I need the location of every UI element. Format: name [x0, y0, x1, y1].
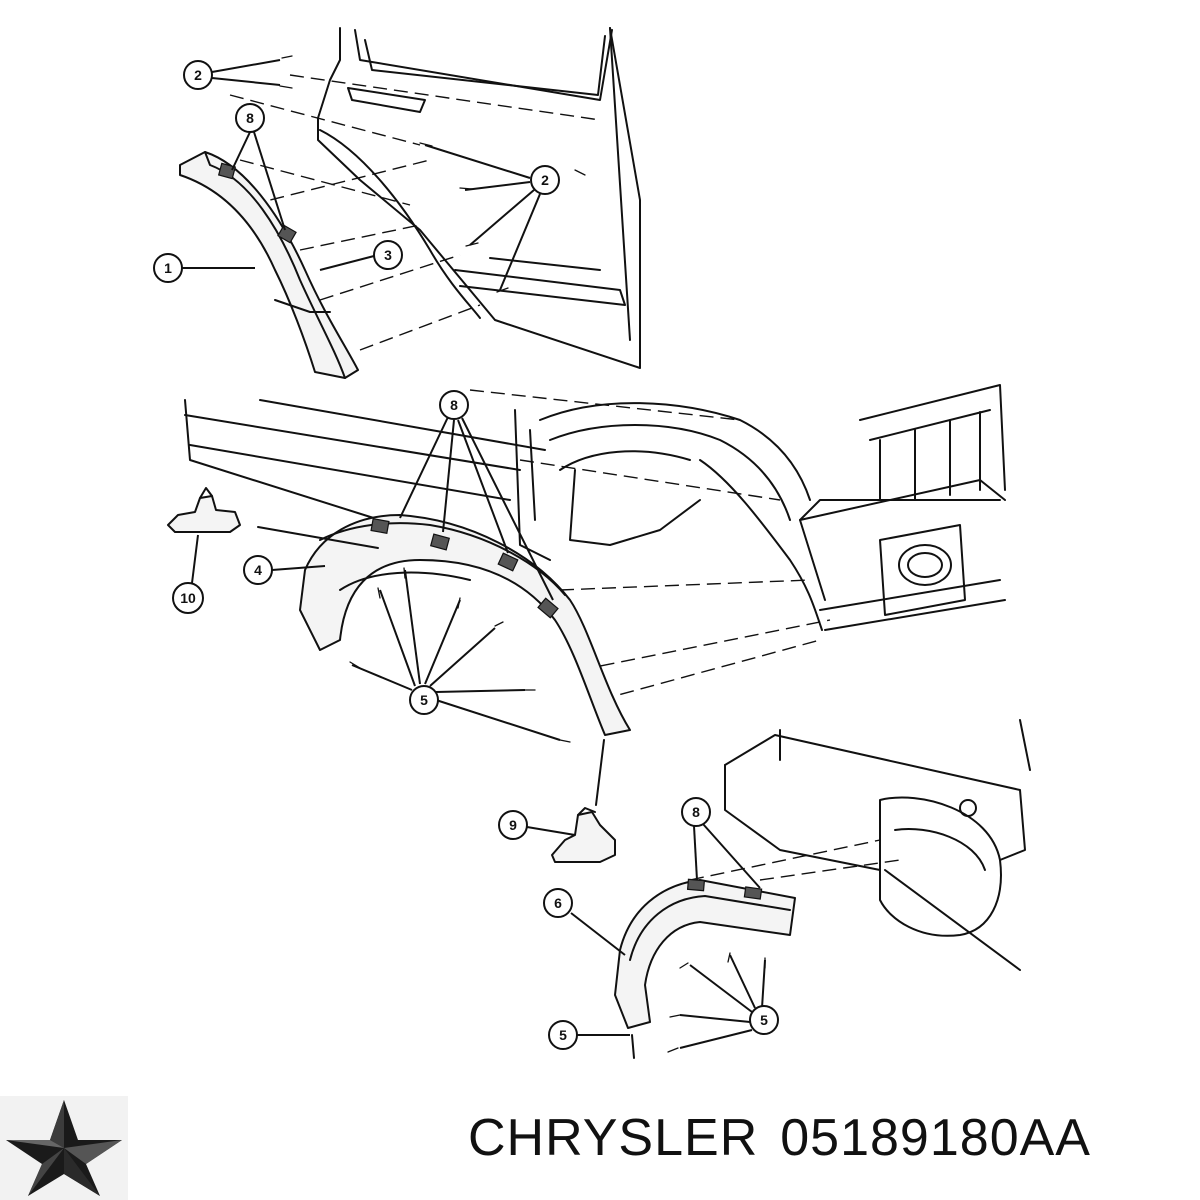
clip-part-9 — [551, 739, 616, 863]
callout-2-top: 2 — [183, 60, 213, 90]
svg-text:3: 3 — [384, 247, 392, 263]
svg-text:4: 4 — [254, 562, 262, 578]
svg-text:8: 8 — [450, 397, 458, 413]
svg-text:5: 5 — [559, 1027, 567, 1043]
rear-flare-part-6 — [614, 878, 796, 1059]
rear-quarter-drawing — [724, 719, 1031, 971]
callout-8-top: 8 — [235, 103, 265, 133]
callout-4: 4 — [243, 555, 273, 585]
part-caption: CHRYSLER 05189180AA — [468, 1108, 1113, 1168]
callout-2-right: 2 — [530, 165, 560, 195]
callout-5-low-left: 5 — [548, 1020, 578, 1050]
svg-text:2: 2 — [541, 172, 549, 188]
front-flare-part-4 — [257, 514, 631, 736]
front-vehicle-drawing — [184, 384, 1006, 631]
alignment-lines-middle — [469, 389, 831, 701]
leader-lines — [182, 59, 766, 1049]
fasteners — [279, 55, 766, 1053]
clip-part-10 — [167, 487, 241, 533]
alignment-lines-lower — [689, 839, 901, 881]
chrysler-pentastar-logo-icon — [0, 1096, 128, 1200]
callout-5-low-right: 5 — [749, 1005, 779, 1035]
callout-5-mid: 5 — [409, 685, 439, 715]
svg-text:2: 2 — [194, 67, 202, 83]
svg-text:5: 5 — [420, 692, 428, 708]
callout-3: 3 — [373, 240, 403, 270]
part-number: 05189180AA — [780, 1109, 1091, 1167]
svg-text:10: 10 — [180, 590, 196, 606]
svg-text:8: 8 — [692, 804, 700, 820]
callout-9: 9 — [498, 810, 528, 840]
rear-door-panel-drawing — [317, 27, 641, 369]
svg-text:8: 8 — [246, 110, 254, 126]
callout-8-low: 8 — [681, 797, 711, 827]
callout-6: 6 — [543, 888, 573, 918]
callout-1: 1 — [153, 253, 183, 283]
alignment-lines-top — [229, 74, 601, 351]
rear-door-flare-part-1 — [179, 151, 359, 379]
svg-text:5: 5 — [760, 1012, 768, 1028]
callout-8-mid: 8 — [439, 390, 469, 420]
svg-text:1: 1 — [164, 260, 172, 276]
svg-text:6: 6 — [554, 895, 562, 911]
brand-name: CHRYSLER — [468, 1109, 759, 1167]
svg-text:9: 9 — [509, 817, 517, 833]
callout-10: 10 — [172, 582, 204, 614]
